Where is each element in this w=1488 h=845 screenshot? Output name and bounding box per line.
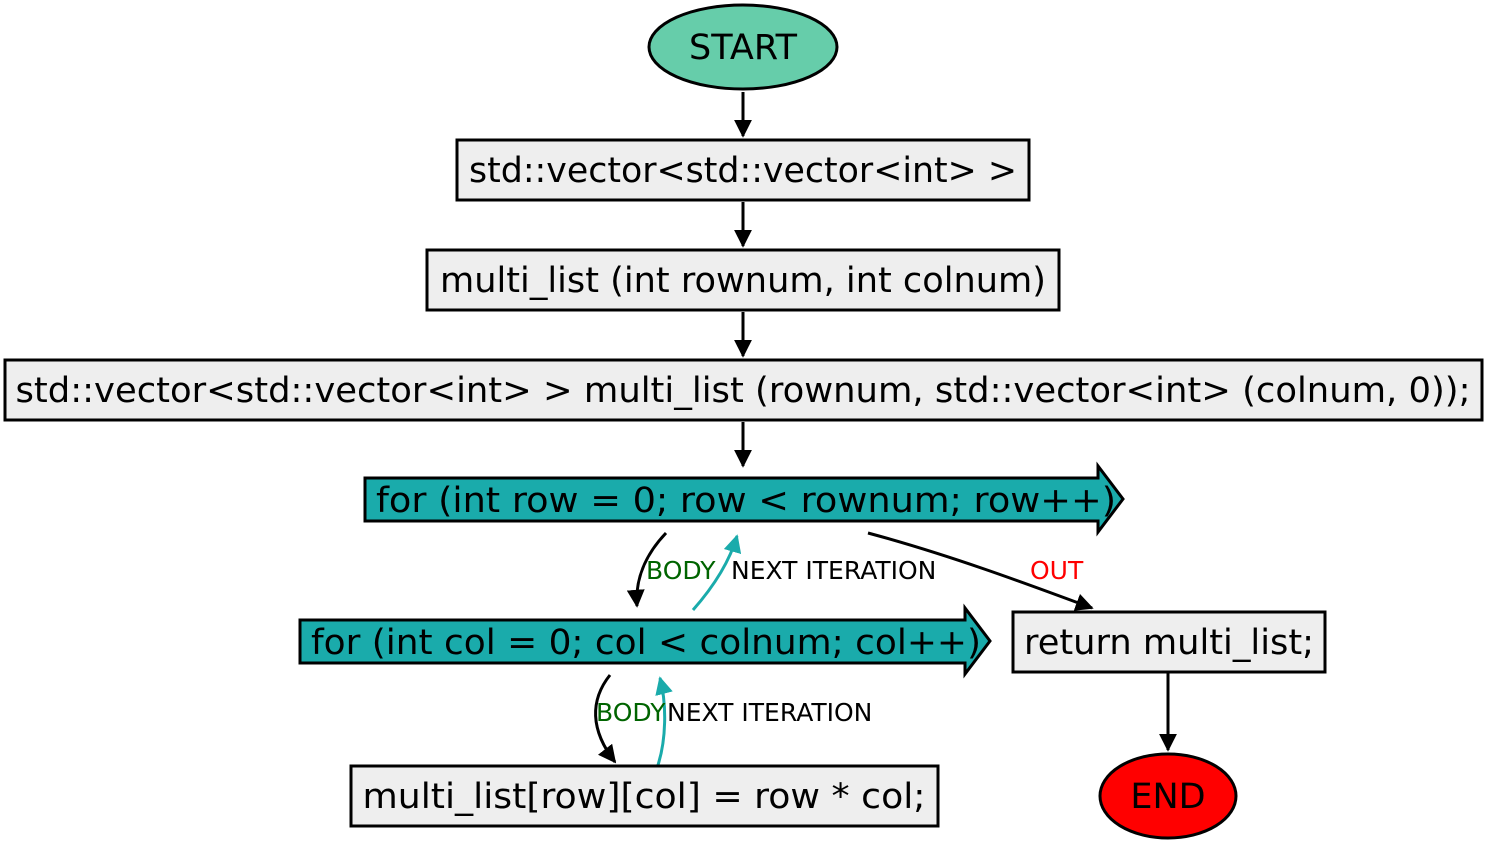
func-signature-box bbox=[425, 248, 1061, 312]
return-statement-label: return multi_list; bbox=[1024, 623, 1314, 663]
edge-inner-body bbox=[594, 674, 617, 764]
label-outer-out: OUT bbox=[1030, 556, 1084, 585]
node-init-statement: std::vector<std::vector<int> > multi_lis… bbox=[3, 358, 1484, 422]
node-start: START bbox=[647, 3, 839, 91]
edge-labels: BODY NEXT ITERATION OUT BODY NEXT ITERAT… bbox=[596, 556, 1084, 727]
label-inner-next-iteration: NEXT ITERATION bbox=[667, 698, 872, 727]
label-outer-next-iteration: NEXT ITERATION bbox=[731, 556, 936, 585]
outer-loop-shape bbox=[363, 461, 1125, 537]
init-statement-box bbox=[3, 358, 1484, 422]
outer-loop-label: for (int row = 0; row < rownum; row++) bbox=[376, 481, 1116, 521]
start-ellipse bbox=[647, 3, 839, 91]
node-return-statement: return multi_list; bbox=[1011, 610, 1327, 674]
return-type-label: std::vector<std::vector<int> > bbox=[469, 151, 1017, 191]
edge-outer-body bbox=[626, 531, 668, 608]
inner-loop-label: for (int col = 0; col < colnum; col++) bbox=[311, 623, 981, 663]
label-inner-body: BODY bbox=[596, 698, 666, 727]
assign-statement-label: multi_list[row][col] = row * col; bbox=[363, 777, 926, 817]
edge-outer-out bbox=[867, 531, 1094, 611]
node-assign-statement: multi_list[row][col] = row * col; bbox=[349, 764, 940, 828]
return-type-box bbox=[455, 138, 1031, 202]
edge-inner-next-iteration bbox=[655, 676, 673, 766]
func-signature-label: multi_list (int rownum, int colnum) bbox=[440, 261, 1046, 301]
init-statement-label: std::vector<std::vector<int> > multi_lis… bbox=[16, 371, 1471, 411]
node-outer-loop: for (int row = 0; row < rownum; row++) bbox=[363, 461, 1125, 537]
label-outer-body: BODY bbox=[646, 556, 716, 585]
node-func-signature: multi_list (int rownum, int colnum) bbox=[425, 248, 1061, 312]
node-return-type: std::vector<std::vector<int> > bbox=[455, 138, 1031, 202]
assign-statement-box bbox=[349, 764, 940, 828]
edges bbox=[594, 92, 1177, 766]
end-label: END bbox=[1130, 777, 1205, 817]
return-statement-box bbox=[1011, 610, 1327, 674]
edge-outer-next-iteration bbox=[691, 534, 742, 611]
start-label: START bbox=[689, 28, 798, 68]
inner-loop-shape bbox=[298, 603, 992, 679]
end-ellipse bbox=[1098, 752, 1238, 840]
node-end: END bbox=[1098, 752, 1238, 840]
node-inner-loop: for (int col = 0; col < colnum; col++) bbox=[298, 603, 992, 679]
